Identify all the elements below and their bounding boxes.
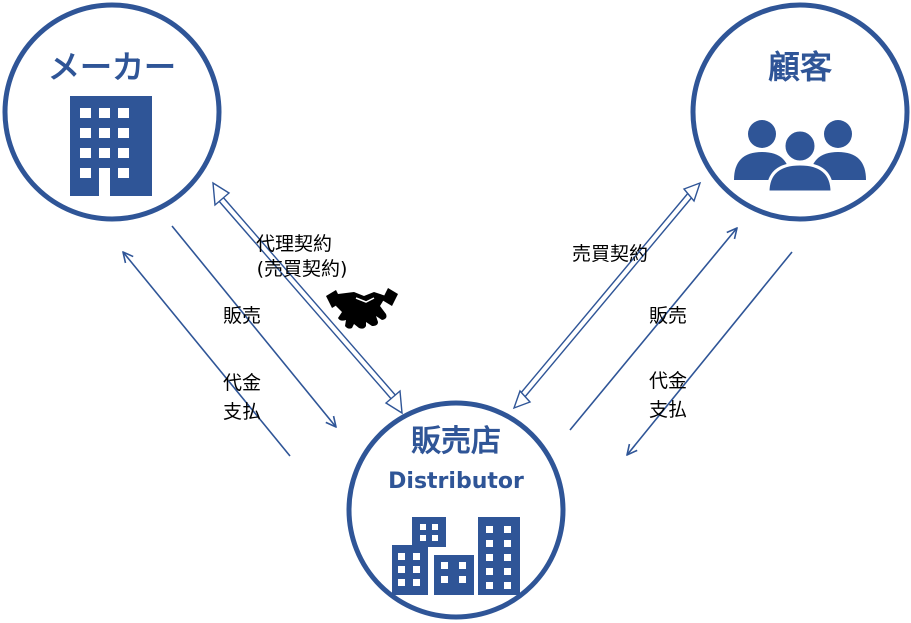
sale-right-arrow [569,228,737,431]
sale-left-arrow [171,225,336,427]
payment-left-label-line2: 支払 [223,401,261,423]
distributor-sublabel: Distributor [388,469,524,494]
distributor-node: 販売店 Distributor [346,400,566,620]
purchase-contract-arrow [512,181,702,410]
sale-right-label: 販売 [649,305,687,327]
maker-node: メーカー [2,2,222,222]
agency-contract-arrow [212,181,403,415]
city-buildings-icon [392,517,520,595]
customer-label: 顧客 [768,48,832,86]
agency-contract-label-line1: 代理契約 [256,233,332,255]
payment-left-arrow [123,252,291,457]
people-group-icon [734,120,866,194]
payment-left-label-line1: 代金 [223,372,261,394]
maker-label: メーカー [48,48,176,86]
customer-node: 顧客 [690,2,910,222]
purchase-contract-label: 売買契約 [572,243,648,265]
office-building-icon [70,96,152,196]
payment-right-label-line2: 支払 [649,399,687,421]
payment-right-label-line1: 代金 [649,370,687,392]
distributor-label: 販売店 [411,424,501,459]
payment-right-arrow [627,251,793,455]
agency-contract-label-line2: (売買契約) [257,258,348,280]
handshake-icon [326,288,398,329]
sale-left-label: 販売 [223,305,261,327]
